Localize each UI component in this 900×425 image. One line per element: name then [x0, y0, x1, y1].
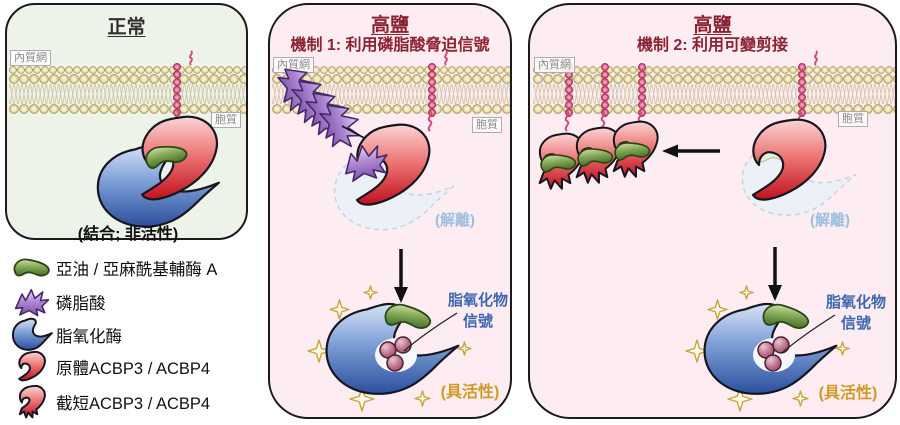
lumen-tail-icon — [189, 50, 193, 66]
panel-subtitle: 機制 1: 利用磷脂酸脅迫信號 — [290, 37, 490, 54]
signal-label-line2: 信號 — [840, 315, 871, 332]
lumen-tail-icon — [444, 50, 448, 66]
arrow-down-icon — [394, 249, 408, 303]
signal-label-line2: 信號 — [462, 313, 493, 330]
er-membrane — [9, 66, 246, 114]
legend-item-full-length-acbp: 原體ACBP3 / ACBP4 — [8, 348, 210, 386]
lipid-heads-top2 — [9, 74, 246, 84]
panel-title: 高鹽 — [693, 15, 732, 36]
transmembrane-anchor-icon — [798, 63, 806, 117]
arrow-left-icon — [662, 144, 720, 158]
signal-label: 脂氧化物 信號 — [438, 290, 518, 332]
lipid-heads-bottom — [9, 104, 246, 114]
active-complex — [703, 302, 838, 396]
signal-label: 脂氧化物 信號 — [816, 292, 896, 334]
full-length-acbp-icon — [8, 351, 56, 383]
panel-title: 正常 — [107, 17, 146, 38]
panel-title: 高鹽 — [370, 15, 409, 36]
lipid-heads-top2 — [272, 74, 510, 84]
transmembrane-anchor-icon — [428, 63, 436, 117]
cytosol-label: 胞質 — [838, 111, 868, 127]
panel-mechanism-2: 高鹽 機制 2: 利用可變剪接 內質網 胞質 — [528, 3, 897, 419]
lipid-oxide-icon — [764, 354, 782, 372]
arrow-down-icon — [768, 247, 782, 301]
acyl-coa-icon — [8, 256, 56, 281]
legend-item-lipoxygenase: 脂氧化酶 — [8, 316, 122, 354]
phosphatidic-acid-icon — [8, 287, 56, 317]
legend-label: 脂氧化酶 — [56, 328, 122, 346]
lipid-tails — [533, 84, 895, 104]
lipid-tails — [9, 84, 246, 104]
panel-normal: 正常 內質網 胞質 (結合; 非活性) — [5, 3, 248, 243]
legend-label: 截短ACBP3 / ACBP4 — [56, 395, 211, 413]
legend-label: 原體ACBP3 / ACBP4 — [56, 360, 211, 378]
signal-leader-line — [781, 314, 836, 354]
er-membrane — [533, 66, 895, 114]
transmembrane-anchor-icon — [173, 63, 181, 117]
active-label: (具活性) — [818, 385, 878, 402]
lipid-heads-bottom — [533, 104, 895, 114]
lipid-heads-top — [9, 66, 246, 74]
lipid-heads-top — [533, 66, 895, 74]
signal-label-line1: 脂氧化物 — [447, 292, 508, 309]
legend-item-truncated-acbp: 截短ACBP3 / ACBP4 — [8, 382, 210, 422]
lipid-oxide-icon — [772, 336, 790, 354]
signal-leader-line — [403, 312, 458, 352]
transmembrane-anchor-icon — [565, 63, 573, 117]
dissociated-label: (解離) — [810, 212, 850, 229]
cytosol-label: 胞質 — [211, 112, 241, 128]
panel-subtitle: 機制 2: 利用可變剪接 — [636, 37, 789, 54]
lumen-tail-icon — [814, 50, 818, 66]
bound-complex — [96, 114, 221, 228]
er-label: 內質網 — [273, 57, 314, 73]
lipid-heads-top — [272, 66, 510, 74]
lipid-heads-top2 — [533, 74, 895, 84]
transmembrane-anchor-icon — [638, 63, 646, 117]
truncated-acbp-group — [538, 120, 659, 190]
er-label: 內質網 — [10, 50, 51, 66]
state-caption: (結合; 非活性) — [77, 226, 179, 243]
legend-item-phosphatidic-acid: 磷脂酸 — [8, 286, 106, 318]
er-label: 內質網 — [534, 57, 575, 73]
signal-label-line1: 脂氧化物 — [825, 294, 886, 311]
legend-label: 亞油 / 亞麻酰基輔酶 A — [56, 261, 218, 279]
legend-item-acyl-coa: 亞油 / 亞麻酰基輔酶 A — [8, 252, 217, 284]
lipid-heads-bottom — [272, 104, 510, 114]
cytosol-label: 胞質 — [472, 117, 502, 133]
active-label: (具活性) — [440, 384, 500, 401]
transmembrane-anchor-icon — [601, 63, 609, 117]
truncated-acbp-icon — [8, 385, 56, 419]
lipid-oxide-icon — [386, 354, 404, 372]
dissociated-label: (解離) — [435, 212, 475, 229]
panel-mechanism-1: 高鹽 機制 1: 利用磷脂酸脅迫信號 內質網 胞質 — [268, 3, 512, 419]
legend-label: 磷脂酸 — [56, 295, 106, 313]
